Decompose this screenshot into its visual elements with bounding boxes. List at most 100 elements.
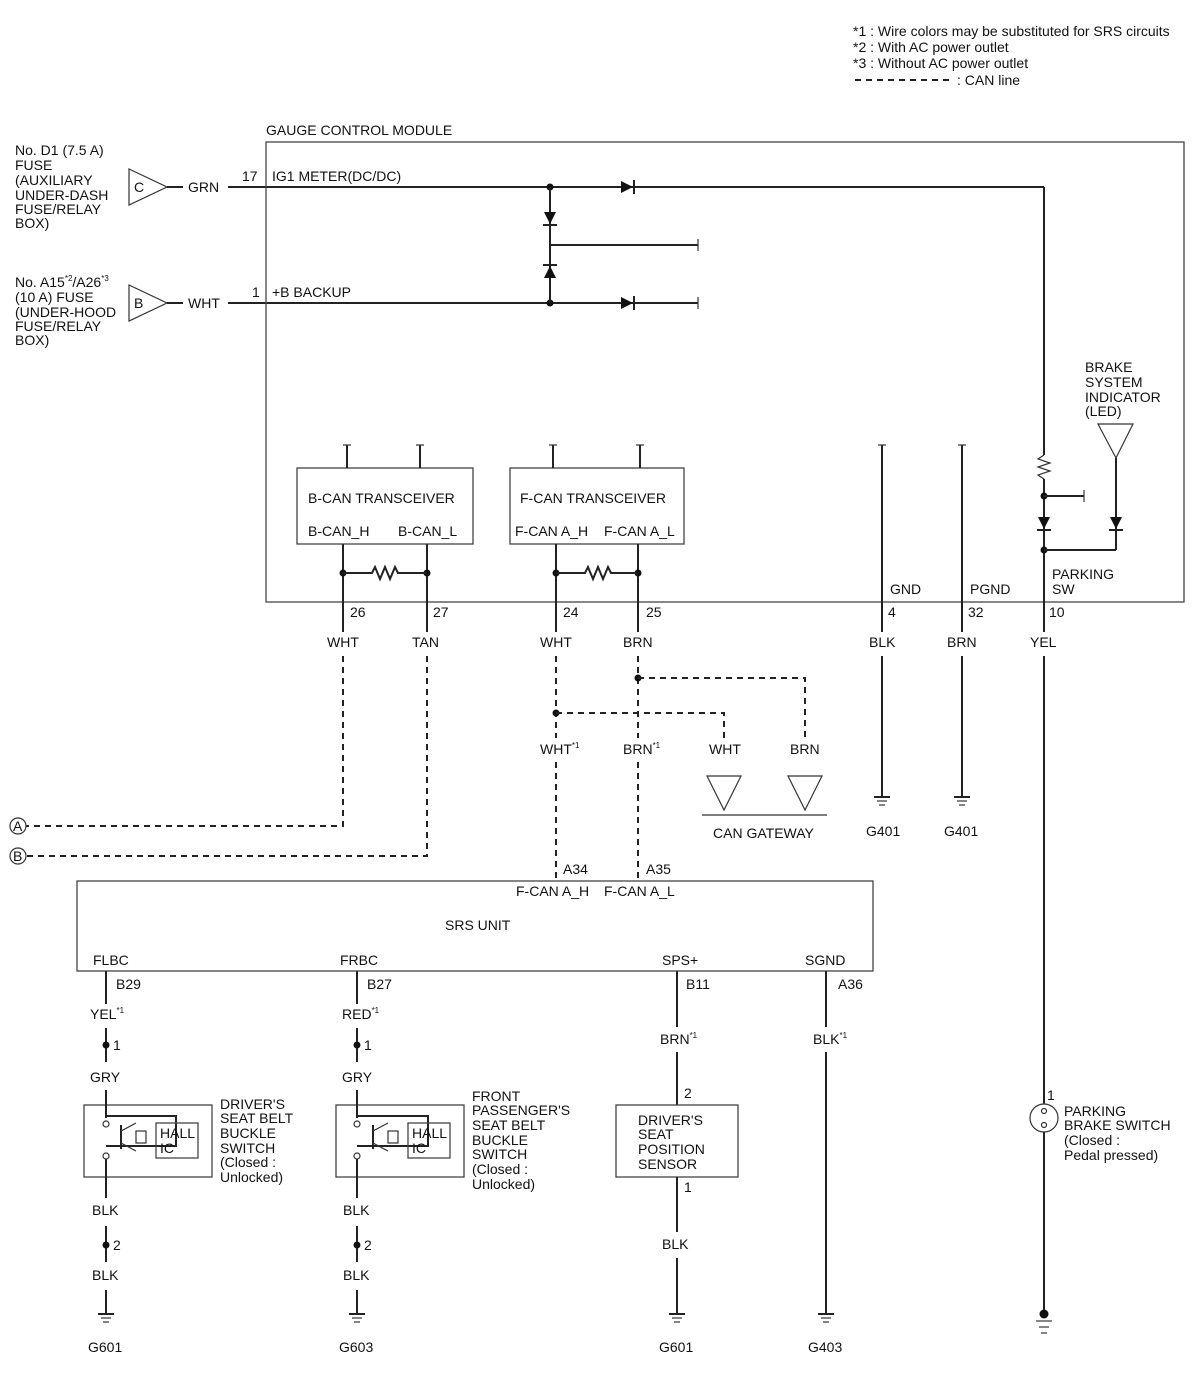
wire-brn-25: BRN xyxy=(623,634,653,650)
driver-belt-pin2: 2 xyxy=(113,1237,121,1253)
can-line-legend-label: : CAN line xyxy=(957,72,1020,88)
connector-c-icon xyxy=(128,168,169,206)
note-1: *1 : Wire colors may be substituted for … xyxy=(853,23,1170,39)
passenger-hall-ic-label1: HALL xyxy=(412,1125,447,1141)
offpage-connector-b-icon xyxy=(9,847,27,865)
parking-brake-label2: BRAKE SWITCH xyxy=(1064,1117,1171,1133)
led-diode-icon xyxy=(1110,517,1122,529)
ig1-meter-label: IG1 METER(DC/DC) xyxy=(272,168,401,184)
termination-resistor-icon xyxy=(343,564,427,582)
pin-b11: B11 xyxy=(686,976,710,992)
driver-belt-label3: BUCKLE xyxy=(220,1125,276,1141)
wht-srs-label: WHT*1 xyxy=(540,741,580,757)
f-can-transceiver: F-CAN TRANSCEIVER F-CAN A_H F-CAN A_L xyxy=(509,444,685,602)
connector-b-icon xyxy=(128,284,169,322)
fuse-d1: No. D1 (7.5 A) FUSE (AUXILIARY UNDER-DAS… xyxy=(15,142,1044,231)
offpage-b-label: B xyxy=(13,848,22,864)
b-can-h-label: B-CAN_H xyxy=(308,523,369,539)
fuse-d1-line4: UNDER-DASH xyxy=(15,187,108,203)
fuse-d1-line2: FUSE xyxy=(15,157,52,173)
diode-icon xyxy=(544,212,556,224)
b-can-transceiver: B-CAN TRANSCEIVER B-CAN_H B-CAN_L xyxy=(296,444,474,602)
wire-brn-32: BRN xyxy=(947,634,977,650)
passenger-belt-label7: Unlocked) xyxy=(472,1176,535,1192)
driver-belt-label2: SEAT BELT xyxy=(220,1110,294,1126)
driver-belt-pin1: 1 xyxy=(113,1037,121,1053)
wire-grn-label: GRN xyxy=(188,179,219,195)
wire-tan-27: TAN xyxy=(412,634,439,650)
passenger-belt-pin2: 2 xyxy=(364,1237,372,1253)
wire-brn-b11: BRN*1 xyxy=(660,1031,698,1047)
seat-sensor-pin1: 1 xyxy=(684,1179,692,1195)
f-can-l-label: F-CAN A_L xyxy=(604,523,675,539)
ground-g403: G403 xyxy=(808,1339,842,1355)
pin-25: 25 xyxy=(646,604,662,620)
diode-icon xyxy=(1038,517,1050,529)
driver-belt-circuit: YEL*1 1 GRY HALL IC DRIVER'S SEAT BELT B… xyxy=(83,971,294,1355)
wire-red-b27: RED*1 xyxy=(342,1006,380,1022)
connector-b-label: B xyxy=(134,295,143,311)
f-can-lines: WHT*1 BRN*1 WHT BRN CAN GATEWAY xyxy=(540,656,827,881)
pin-b27: B27 xyxy=(367,976,392,992)
ground-g603: G603 xyxy=(339,1339,373,1355)
note-3: *3 : Without AC power outlet xyxy=(853,55,1028,71)
driver-hall-ic-label2: IC xyxy=(160,1140,174,1156)
driver-hall-ic-label1: HALL xyxy=(160,1125,195,1141)
g401-grounds: G401 G401 xyxy=(866,656,978,839)
pin-4: 4 xyxy=(888,604,896,620)
gateway-brn-label: BRN xyxy=(790,741,820,757)
srs-unit-title: SRS UNIT xyxy=(445,917,511,933)
wire-yel-10: YEL xyxy=(1030,634,1057,650)
gateway-wht-label: WHT xyxy=(709,741,741,757)
fuse-d1-line3: (AUXILIARY xyxy=(15,172,93,188)
diode-icon xyxy=(544,266,556,278)
passenger-belt-circuit: RED*1 1 GRY HALL IC FRONT PASSENGER'S SE… xyxy=(335,971,570,1355)
f-can-title: F-CAN TRANSCEIVER xyxy=(520,490,666,506)
parking-sw-label2: SW xyxy=(1052,581,1075,597)
wire-blk-passenger-2: BLK xyxy=(343,1267,370,1283)
wire-wht-26: WHT xyxy=(327,634,359,650)
ground-g601-b: G601 xyxy=(659,1339,693,1355)
b-can-l-label: B-CAN_L xyxy=(398,523,457,539)
fuse-d1-line1: No. D1 (7.5 A) xyxy=(15,142,104,158)
wire-yel-b29: YEL*1 xyxy=(90,1006,125,1022)
passenger-hall-ic-label2: IC xyxy=(412,1140,426,1156)
wire-wht-label: WHT xyxy=(188,295,220,311)
note-2: *2 : With AC power outlet xyxy=(853,39,1009,55)
diode-icon xyxy=(621,297,633,309)
diode-icon xyxy=(621,181,633,193)
driver-belt-label1: DRIVER'S xyxy=(220,1096,285,1112)
pin-27: 27 xyxy=(433,604,449,620)
wire-blk-driver-1: BLK xyxy=(92,1202,119,1218)
driver-belt-label4: SWITCH xyxy=(220,1140,275,1156)
fuse-a15-line5: BOX) xyxy=(15,332,49,348)
passenger-belt-label6: (Closed : xyxy=(472,1161,528,1177)
pin-26: 26 xyxy=(350,604,366,620)
can-gateway-connector-icon xyxy=(706,775,742,812)
b-can-offpage-lines: A B xyxy=(9,656,428,865)
srs-f-can-l-label: F-CAN A_L xyxy=(604,883,675,899)
brake-indicator-label2: SYSTEM xyxy=(1085,374,1143,390)
module-pins: 26 27 24 25 4 32 10 xyxy=(350,604,1065,620)
frbc-label: FRBC xyxy=(340,952,378,968)
pin-1: 1 xyxy=(252,284,260,300)
termination-resistor-icon xyxy=(556,564,638,582)
fuse-a15-line1: No. A15*2/A26*3 xyxy=(15,274,109,290)
b-backup-label: +B BACKUP xyxy=(272,284,351,300)
parking-brake-label4: Pedal pressed) xyxy=(1064,1147,1158,1163)
can-gateway-label: CAN GATEWAY xyxy=(713,825,815,841)
fuse-a15-line4: FUSE/RELAY xyxy=(15,318,102,334)
gnd-label: GND xyxy=(890,581,921,597)
f-can-h-label: F-CAN A_H xyxy=(515,523,588,539)
pin-a34: A34 xyxy=(563,861,588,877)
seat-sensor-label2: SEAT xyxy=(638,1126,674,1142)
passenger-belt-label4: BUCKLE xyxy=(472,1132,528,1148)
wire-blk-passenger-1: BLK xyxy=(343,1202,370,1218)
module-wire-colors: WHT TAN WHT BRN BLK BRN YEL xyxy=(327,602,1057,650)
brake-indicator-label4: (LED) xyxy=(1085,403,1122,419)
pin-17: 17 xyxy=(242,168,258,184)
passenger-belt-pin1: 1 xyxy=(364,1037,372,1053)
gauge-control-module-title: GAUGE CONTROL MODULE xyxy=(266,122,452,138)
pin-a35: A35 xyxy=(646,861,671,877)
